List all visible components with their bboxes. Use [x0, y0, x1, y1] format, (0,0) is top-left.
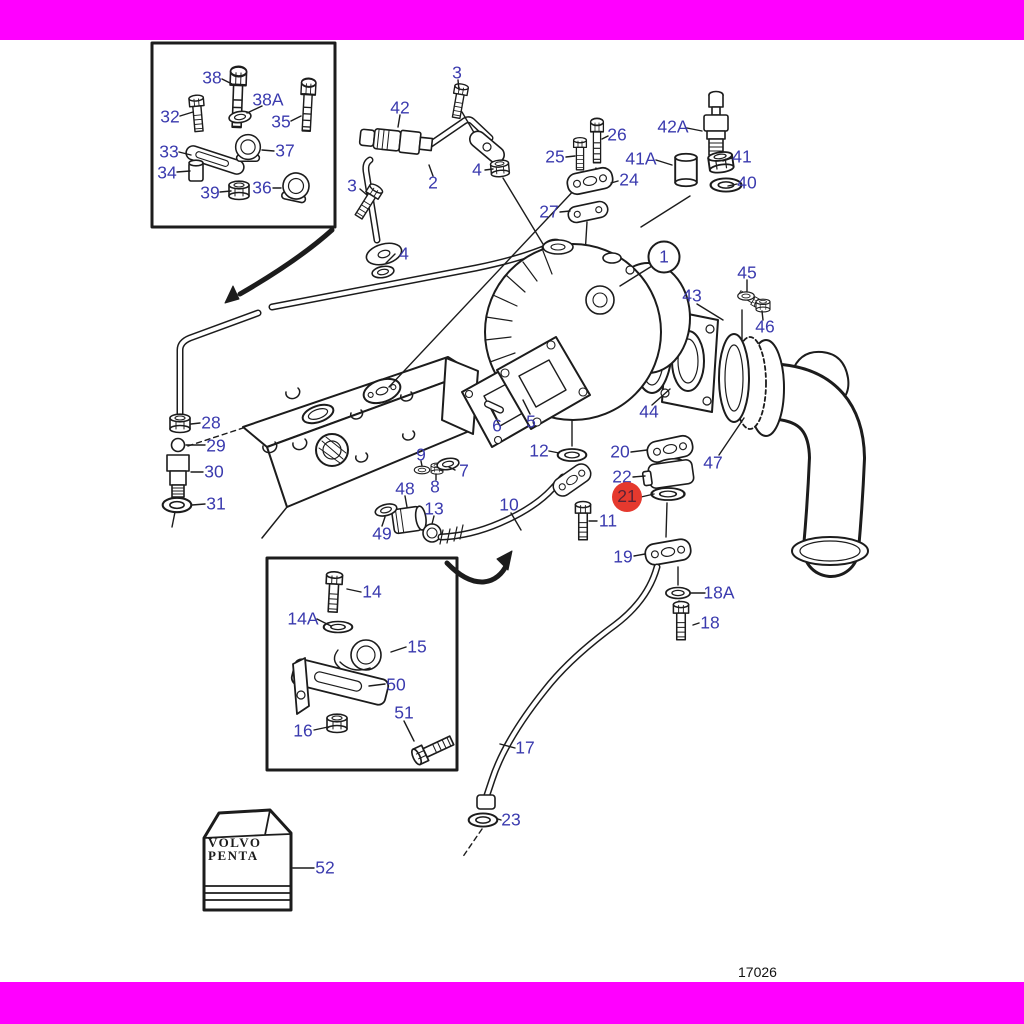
inset-box-1 [150, 41, 337, 229]
brand-line-2: PENTA [208, 848, 259, 863]
part-label-50[interactable]: 50 [386, 674, 406, 695]
part-label-38[interactable]: 38 [202, 67, 222, 88]
part-label-4-low[interactable]: 4 [399, 243, 409, 264]
part-label-45[interactable]: 45 [737, 262, 757, 283]
rubber-clamp-15 [333, 639, 382, 671]
turbo-inlet-flange [496, 336, 591, 430]
flex-pipe-10 [437, 447, 595, 545]
brand-line-1: VOLVO [208, 835, 262, 850]
part-label-2[interactable]: 2 [428, 172, 438, 193]
part-label-38A[interactable]: 38A [252, 89, 284, 110]
exhaust-manifold [242, 356, 479, 539]
part-label-23[interactable]: 23 [501, 809, 521, 830]
part-label-27[interactable]: 27 [539, 201, 559, 222]
part-label-18[interactable]: 18 [700, 612, 720, 633]
part-label-36[interactable]: 36 [252, 177, 272, 198]
part-label-30[interactable]: 30 [204, 461, 224, 482]
part-label-43[interactable]: 43 [682, 285, 702, 306]
dashed-lines [187, 427, 483, 859]
part-label-37[interactable]: 37 [275, 140, 295, 161]
drawing-number: 17026 [738, 964, 777, 980]
turbocharger-body [461, 239, 691, 448]
part-label-25[interactable]: 25 [545, 146, 565, 167]
part-label-28[interactable]: 28 [201, 412, 221, 433]
part-label-35[interactable]: 35 [271, 111, 291, 132]
part-label-39[interactable]: 39 [200, 182, 220, 203]
part-label-6[interactable]: 6 [492, 415, 502, 436]
inset-box-2 [265, 556, 459, 772]
part-label-20[interactable]: 20 [610, 441, 630, 462]
part-label-41A[interactable]: 41A [625, 148, 657, 169]
top-fittings [351, 82, 771, 313]
volvo-penta-logo: VOLVO PENTA [208, 836, 261, 862]
part-label-16[interactable]: 16 [293, 720, 313, 741]
part-label-1[interactable]: 1 [647, 240, 681, 274]
part-label-34[interactable]: 34 [157, 162, 177, 183]
part-label-24[interactable]: 24 [619, 169, 639, 190]
part-label-14A[interactable]: 14A [287, 608, 319, 629]
part-label-8[interactable]: 8 [430, 476, 440, 497]
bottom-banner [0, 982, 1024, 1024]
part-label-29[interactable]: 29 [206, 435, 226, 456]
part-label-13[interactable]: 13 [424, 498, 444, 519]
part-label-3-top[interactable]: 3 [452, 62, 462, 83]
part-label-5[interactable]: 5 [526, 411, 536, 432]
part-label-32[interactable]: 32 [160, 106, 180, 127]
part-label-17[interactable]: 17 [515, 737, 535, 758]
stud-6 [483, 400, 505, 414]
part-label-19[interactable]: 19 [613, 546, 633, 567]
exhaust-elbow [718, 288, 869, 578]
part-label-49[interactable]: 49 [372, 523, 392, 544]
part-label-3-left[interactable]: 3 [347, 175, 357, 196]
part-label-31[interactable]: 31 [206, 493, 226, 514]
part-label-33[interactable]: 33 [159, 141, 179, 162]
volvo-penta-box [202, 808, 293, 912]
bracket-50 [290, 657, 390, 715]
top-banner [0, 0, 1024, 40]
part-label-7[interactable]: 7 [459, 460, 469, 481]
drain-fitting-stack [161, 413, 193, 514]
part-label-11[interactable]: 11 [598, 510, 618, 531]
leader-lines [176, 78, 764, 869]
drain-pipe-17 [467, 563, 661, 828]
sensor-42a [703, 90, 729, 156]
drain-column [641, 433, 696, 641]
part-label-10[interactable]: 10 [499, 494, 519, 515]
part-label-9[interactable]: 9 [416, 444, 426, 465]
part-label-21[interactable]: 21 [612, 482, 642, 512]
mid-fittings [373, 455, 461, 543]
part-label-42A[interactable]: 42A [657, 116, 689, 137]
part-label-44[interactable]: 44 [639, 401, 659, 422]
oil-feed-pipe [362, 116, 494, 244]
part-label-51[interactable]: 51 [394, 702, 414, 723]
part-label-52[interactable]: 52 [315, 857, 335, 878]
part-label-14[interactable]: 14 [362, 581, 382, 602]
part-label-47[interactable]: 47 [703, 452, 723, 473]
part-label-48[interactable]: 48 [395, 478, 415, 499]
part-label-42[interactable]: 42 [390, 97, 410, 118]
part-label-41[interactable]: 41 [732, 146, 752, 167]
part-label-26[interactable]: 26 [607, 124, 627, 145]
part-label-15[interactable]: 15 [407, 636, 427, 657]
part-label-46[interactable]: 46 [755, 316, 775, 337]
part-label-4-right[interactable]: 4 [472, 159, 482, 180]
part-label-12[interactable]: 12 [529, 440, 549, 461]
part-label-40[interactable]: 40 [737, 172, 757, 193]
pointer-arrows [224, 227, 513, 585]
part-label-18A[interactable]: 18A [703, 582, 735, 603]
part-label-22[interactable]: 22 [612, 466, 632, 487]
